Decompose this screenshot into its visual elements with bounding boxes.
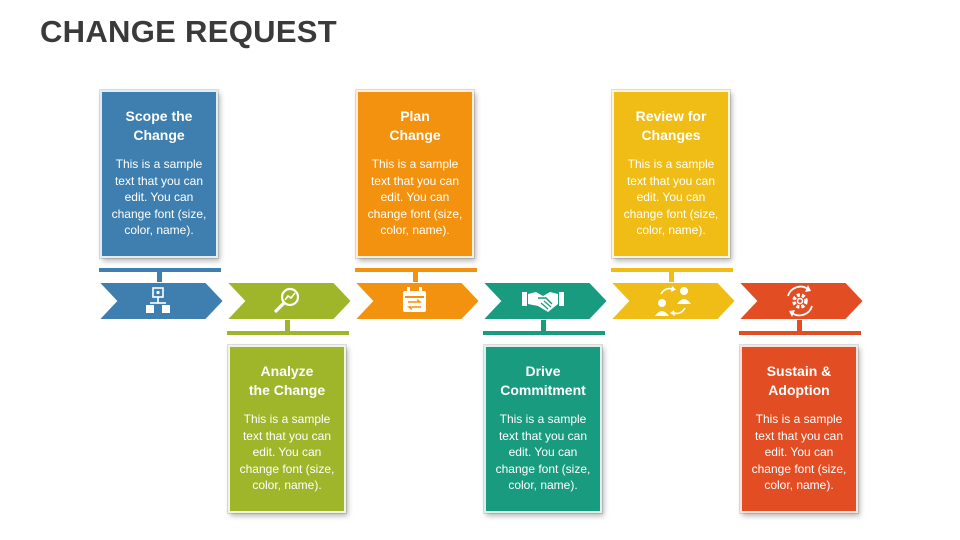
step-6-arrow [735,281,866,321]
step-1-arrow [95,281,226,321]
step-5-arrow [607,281,738,321]
page-title: CHANGE REQUEST [40,14,338,49]
step-4-text: This is a sample text that you can edit.… [495,412,591,492]
step-1-connector-bar [99,268,221,272]
step-5-connector-stem [669,271,674,282]
step-1-text: This is a sample text that you can edit.… [111,157,207,237]
step-5-text: This is a sample text that you can edit.… [623,157,719,237]
step-3-connector-bar [355,268,477,272]
step-2-arrow [223,281,354,321]
step-3-connector-stem [413,271,418,282]
step-2-connector-stem [285,320,290,331]
step-2-text: This is a sample text that you can edit.… [239,412,335,492]
step-3-text: This is a sample text that you can edit.… [367,157,463,237]
step-1-connector-stem [157,271,162,282]
step-6-connector-stem [797,320,802,331]
org-chart-icon [146,287,170,313]
step-6-card: Sustain &Adoption This is a sample text … [740,345,858,513]
handshake-icon [522,292,564,312]
step-4-connector-bar [483,331,605,335]
step-6-connector-bar [739,331,861,335]
calendar-icon [403,287,426,312]
step-6-text: This is a sample text that you can edit.… [751,412,847,492]
gear-cycle-icon [787,285,813,317]
step-6-title: Sustain &Adoption [766,363,832,398]
magnifier-chart-icon [273,287,300,314]
people-exchange-icon [655,286,691,316]
step-4-connector-stem [541,320,546,331]
step-2-connector-bar [227,331,349,335]
step-5-connector-bar [611,268,733,272]
